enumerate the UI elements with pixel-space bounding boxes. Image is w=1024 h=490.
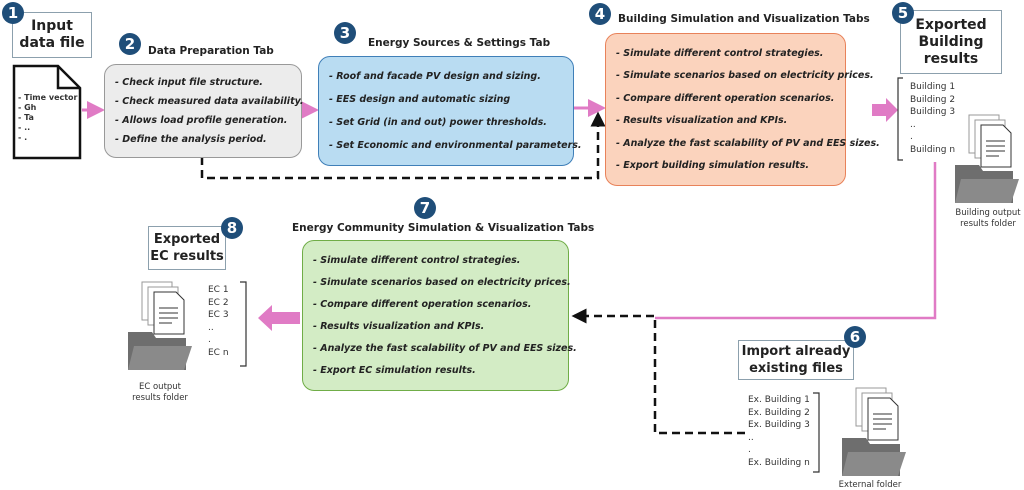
energy-community-title: Energy Community Simulation & Visualizat…	[292, 222, 595, 234]
list-item: Ex. Building n	[748, 457, 810, 468]
list-item: Building 3	[910, 107, 956, 117]
panel-item: - Export EC simulation results.	[313, 365, 476, 377]
building-folder-caption: Building output results folder	[955, 208, 1021, 229]
list-item: ..	[208, 322, 214, 333]
energy-community-panel: - Simulate different control strategies.…	[302, 240, 577, 391]
panel-item: - Compare different operation scenarios.	[616, 92, 835, 104]
file-line: - Time vector	[18, 93, 78, 102]
panel-item: - Define the analysis period.	[115, 134, 267, 145]
line-5-to-7	[655, 162, 937, 320]
list-item: EC 1	[208, 285, 229, 295]
step-badge-7: 7	[414, 197, 436, 219]
exported-ec-results-label: Exported EC results	[148, 226, 226, 270]
data-preparation-title: Data Preparation Tab	[148, 45, 274, 57]
panel-item: - Compare different operation scenarios.	[313, 298, 532, 310]
file-line: - Ta	[18, 113, 34, 122]
panel-item: - Roof and facade PV design and sizing.	[329, 71, 541, 82]
building-results-list: Building 1 Building 2 Building 3 .. . Bu…	[910, 81, 955, 156]
panel-item: - Allows load profile generation.	[115, 115, 288, 126]
building-simulation-panel: - Simulate different control strategies.…	[605, 33, 880, 186]
step-badge-5: 5	[892, 2, 914, 24]
step-badge-8: 8	[221, 217, 243, 239]
list-item: .	[208, 335, 211, 345]
panel-item: - Simulate different control strategies.	[616, 47, 824, 59]
step-badge-2: 2	[119, 33, 141, 55]
import-existing-files-label: Import already existing files	[738, 340, 854, 380]
panel-item: - Export building simulation results.	[616, 160, 809, 172]
energy-sources-panel: - Roof and facade PV design and sizing. …	[318, 56, 582, 166]
input-data-file-label: Input data file	[12, 12, 92, 58]
bracket-ec	[240, 281, 247, 367]
panel-item: - Check input file structure.	[115, 77, 263, 88]
bracket-ex	[813, 392, 820, 473]
exported-building-results-label: Exported Building results	[900, 10, 1002, 74]
list-item: .	[910, 132, 913, 142]
document-icon	[12, 64, 82, 160]
step-badge-1: 1	[2, 2, 24, 24]
file-line: - .	[18, 133, 28, 142]
arrow-7-to-8	[258, 305, 300, 331]
panel-item: - Analyze the fast scalability of PV and…	[313, 343, 577, 355]
panel-item: - Check measured data availability.	[115, 96, 304, 107]
bracket-building	[897, 77, 903, 161]
list-item: ..	[910, 119, 916, 130]
panel-item: - Simulate different control strategies.	[313, 254, 521, 266]
file-line: - ..	[18, 123, 31, 132]
folder-icon-ec	[128, 281, 192, 370]
step-badge-4: 4	[589, 3, 611, 25]
list-item: .	[748, 445, 751, 455]
panel-item: - Results visualization and KPIs.	[313, 321, 485, 333]
arrow-4-to-5	[872, 98, 898, 122]
panel-item: - Analyze the fast scalability of PV and…	[616, 137, 880, 149]
panel-item: - Simulate scenarios based on electricit…	[616, 70, 874, 82]
building-simulation-title: Building Simulation and Visualization Ta…	[618, 13, 870, 25]
list-item: Ex. Building 1	[748, 395, 810, 405]
dashed-to-7	[571, 308, 745, 435]
data-preparation-panel: - Check input file structure. - Check me…	[104, 64, 304, 158]
folder-icon-building	[955, 114, 1019, 203]
list-item: ..	[748, 432, 754, 443]
list-item: Building n	[910, 144, 956, 155]
folder-icon-external	[842, 387, 906, 476]
panel-item: - Set Grid (in and out) power thresholds…	[329, 117, 547, 128]
step-badge-6: 6	[844, 326, 866, 348]
list-item: EC n	[208, 347, 229, 358]
panel-item: - Results visualization and KPIs.	[616, 115, 788, 127]
ec-results-list: EC 1 EC 2 EC 3 .. . EC n	[208, 284, 229, 359]
dashed-2-to-4	[200, 111, 606, 180]
external-folder-caption: External folder	[838, 480, 902, 490]
step-badge-3: 3	[334, 22, 356, 44]
list-item: EC 3	[208, 310, 229, 320]
list-item: Ex. Building 2	[748, 407, 810, 418]
panel-item: - Set Economic and environmental paramet…	[329, 140, 582, 151]
energy-sources-title: Energy Sources & Settings Tab	[368, 37, 551, 49]
list-item: Building 2	[910, 94, 956, 105]
external-files-list: Ex. Building 1 Ex. Building 2 Ex. Buildi…	[748, 394, 810, 469]
list-item: EC 2	[208, 297, 229, 308]
file-line: - Gh	[18, 103, 37, 112]
list-item: Ex. Building 3	[748, 420, 810, 430]
input-file-lines: - Time vector - Gh - Ta - .. - .	[18, 93, 78, 143]
ec-folder-caption: EC output results folder	[132, 382, 188, 403]
panel-item: - Simulate scenarios based on electricit…	[313, 276, 571, 288]
list-item: Building 1	[910, 82, 956, 92]
panel-item: - EES design and automatic sizing	[329, 94, 511, 105]
